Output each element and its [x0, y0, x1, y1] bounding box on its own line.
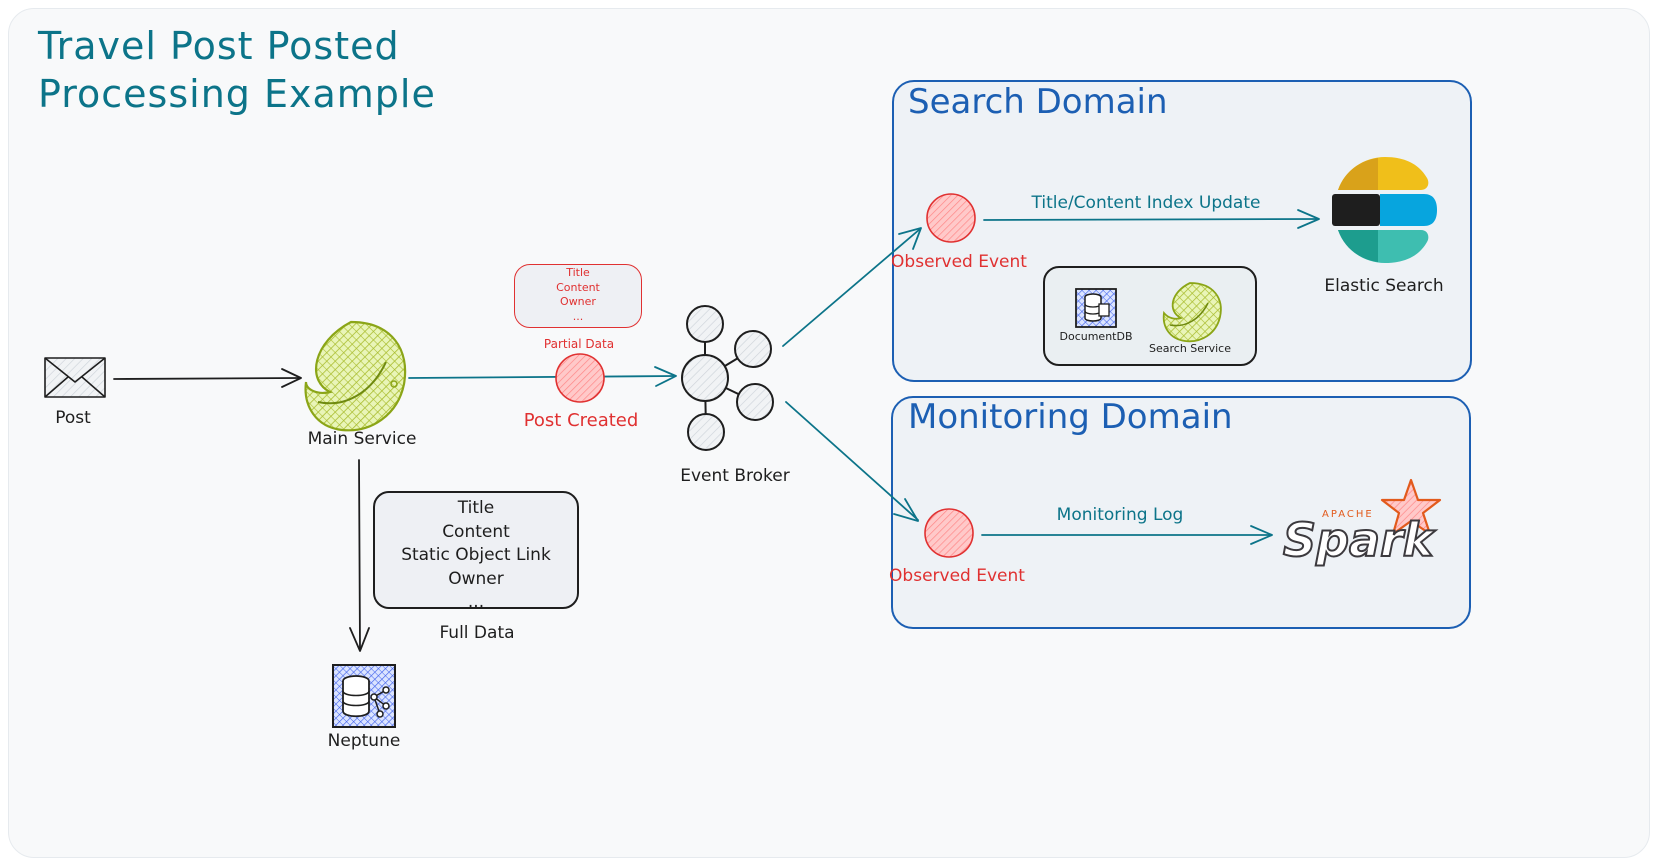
post-created-event-circle [555, 353, 605, 403]
partial-data-label: Partial Data [543, 337, 615, 351]
post-created-event-label: Post Created [523, 410, 639, 431]
search-service-label: Search Service [1149, 342, 1231, 355]
observed-event-monitoring-circle [924, 508, 974, 558]
post-label: Post [55, 408, 91, 428]
elastic-search-logo-icon [1332, 157, 1437, 263]
monitoring-log-label: Monitoring Log [1056, 505, 1184, 525]
documentdb-icon [1075, 288, 1117, 328]
search-domain-title: Search Domain [908, 82, 1168, 122]
partial-data-field-title: Title [566, 266, 590, 279]
neptune-icon [332, 664, 396, 728]
partial-data-field-content: Content [556, 280, 600, 294]
arrow-post-to-main-service [113, 368, 302, 388]
spark-logo-word: Spark [1283, 513, 1436, 567]
full-data-field-title: Title [457, 498, 495, 518]
full-data-label: Full Data [439, 623, 515, 643]
title-content-index-update-label: Title/Content Index Update [1031, 193, 1261, 213]
observed-event-search-label: Observed Event [891, 252, 1027, 272]
diagram-title: Travel Post Posted Processing Example [38, 22, 436, 118]
event-broker-icon [681, 305, 774, 451]
partial-data-note: Title Content Owner ... [514, 264, 642, 328]
spark-logo-prefix: APACHE [1322, 509, 1374, 520]
full-data-field-static-object-link: Static Object Link [401, 545, 551, 565]
event-broker-label: Event Broker [680, 466, 790, 486]
envelope-icon [44, 357, 106, 398]
arrow-monitoring-log [981, 525, 1273, 545]
monitoring-domain-title: Monitoring Domain [908, 397, 1233, 437]
spring-leaf-icon [304, 320, 407, 432]
full-data-note: Title Content Static Object Link Owner .… [373, 491, 579, 612]
partial-data-field-more: ... [572, 309, 584, 323]
partial-data-field-owner: Owner [560, 295, 596, 308]
apache-spark-logo-icon: APACHE Spark [1282, 478, 1442, 568]
full-data-field-owner: Owner [448, 568, 504, 589]
search-service-leaf-icon [1162, 282, 1222, 343]
arrow-broker-to-monitoring-domain [785, 401, 919, 522]
full-data-field-more: ... [467, 592, 485, 612]
observed-event-monitoring-label: Observed Event [889, 566, 1025, 586]
arrow-broker-to-search-domain [782, 227, 922, 347]
arrow-title-content-index-update [983, 209, 1320, 229]
monitoring-domain-box [891, 396, 1471, 629]
diagram-title-line1: Travel Post Posted [38, 24, 400, 68]
arrow-main-service-to-neptune [349, 459, 370, 652]
full-data-field-content: Content [442, 521, 510, 542]
documentdb-label: DocumentDB [1059, 330, 1133, 343]
observed-event-search-circle [926, 193, 976, 243]
diagram-title-line2: Processing Example [38, 72, 436, 116]
neptune-label: Neptune [327, 731, 401, 751]
elastic-search-label: Elastic Search [1324, 276, 1444, 296]
arrow-main-service-to-broker [408, 366, 677, 387]
canvas-frame [8, 8, 1650, 858]
main-service-label: Main Service [307, 429, 417, 449]
